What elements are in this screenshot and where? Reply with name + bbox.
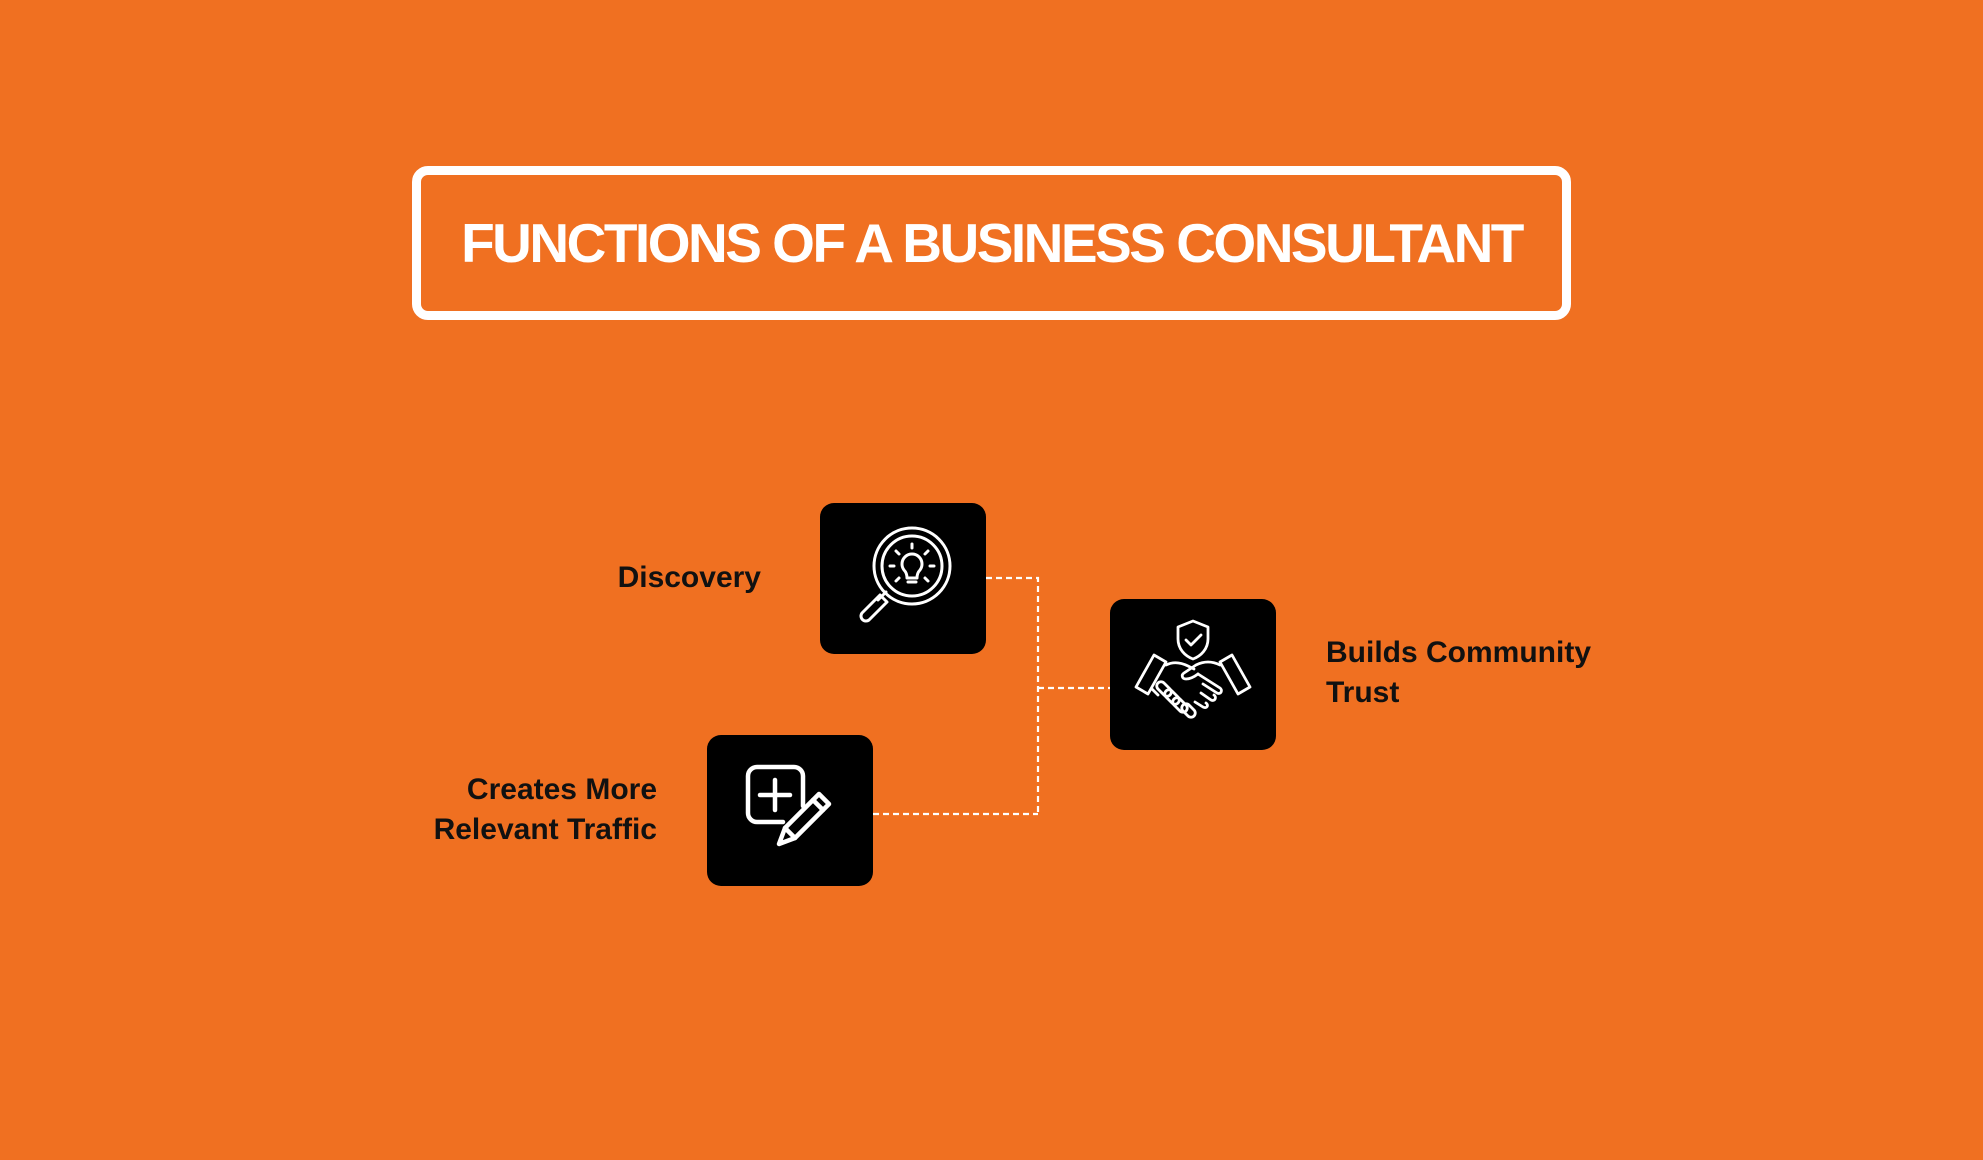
handshake-shield-icon bbox=[1128, 615, 1258, 735]
label-line: Creates More bbox=[466, 773, 657, 806]
label-line: Builds Community bbox=[1326, 636, 1592, 669]
label-discovery: Discovery bbox=[618, 558, 761, 598]
traffic-tile bbox=[707, 735, 873, 886]
trust-tile bbox=[1110, 599, 1276, 750]
label-traffic: Creates More Relevant Traffic bbox=[434, 770, 657, 850]
magnifier-lightbulb-icon bbox=[848, 524, 958, 634]
label-line: Discovery bbox=[617, 561, 761, 594]
discovery-tile bbox=[820, 503, 986, 654]
add-edit-icon bbox=[735, 756, 845, 866]
label-line: Trust bbox=[1326, 676, 1400, 709]
label-line: Relevant Traffic bbox=[433, 813, 657, 846]
label-trust: Builds Community Trust bbox=[1326, 633, 1591, 713]
title-frame: FUNCTIONS OF A BUSINESS CONSULTANT bbox=[412, 166, 1571, 320]
connector-discovery bbox=[986, 576, 1040, 814]
diagram-title: FUNCTIONS OF A BUSINESS CONSULTANT bbox=[461, 212, 1524, 274]
